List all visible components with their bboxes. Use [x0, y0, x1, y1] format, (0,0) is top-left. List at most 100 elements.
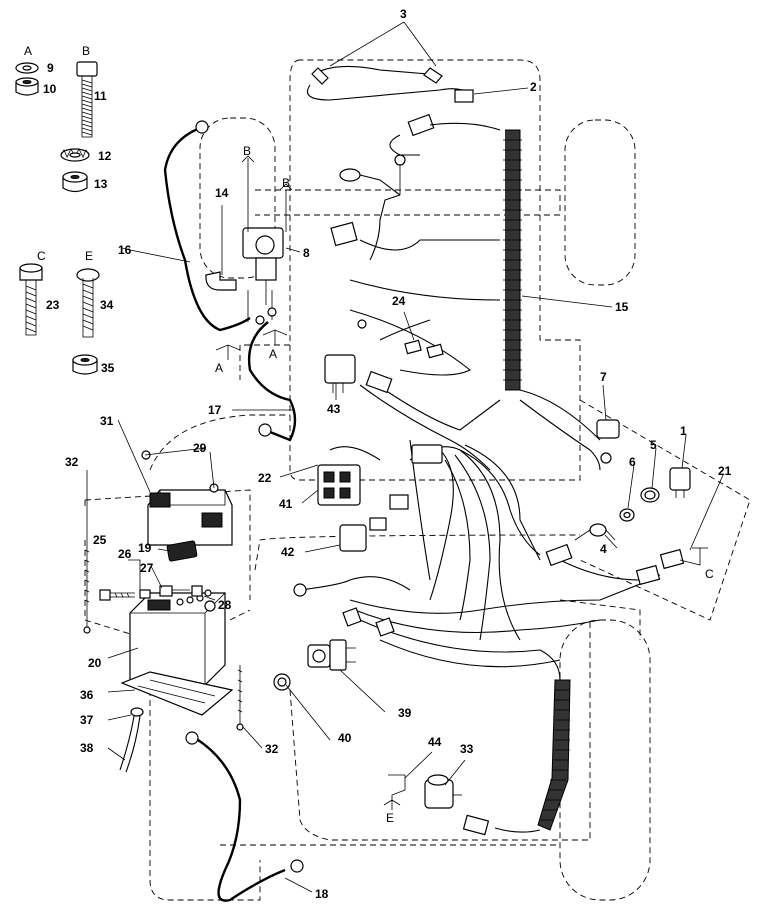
callout-21: 21 [718, 464, 732, 478]
conduit-lower [537, 679, 571, 831]
cable-18 [194, 736, 286, 902]
callout-37: 37 [80, 713, 94, 727]
callout-27: 27 [140, 561, 154, 575]
plug-14 [205, 205, 237, 291]
reference-letters: A B C E B B A A C E [24, 44, 714, 825]
callout-39: 39 [398, 706, 412, 720]
callout-29: 29 [193, 441, 207, 455]
letter-c-hardware: C [37, 249, 46, 263]
callout-4: 4 [600, 542, 607, 556]
relay-43 [324, 354, 356, 393]
cable-16 [163, 126, 251, 332]
connector-21 [635, 547, 708, 586]
hose-38 [119, 715, 141, 773]
callout-44: 44 [428, 735, 442, 749]
callout-43: 43 [327, 402, 341, 416]
connector-bottom [462, 814, 490, 836]
letter-b-solenoid-2: B [282, 176, 290, 190]
callout-32b: 32 [265, 742, 279, 756]
solenoid-8 [241, 155, 293, 305]
callout-38: 38 [80, 741, 94, 755]
leader-lines [107, 21, 724, 893]
callout-6: 6 [629, 455, 636, 469]
callout-32: 32 [65, 455, 79, 469]
callout-40: 40 [338, 731, 352, 745]
ignition-switch-41 [317, 464, 361, 506]
callout-24: 24 [392, 294, 406, 308]
callout-28: 28 [218, 598, 232, 612]
toggle-switch-39 [307, 639, 356, 671]
callout-2: 2 [530, 80, 537, 94]
letter-a-ground: A [215, 361, 223, 375]
callout-numbers: 3 2 9 10 11 12 13 14 16 8 15 23 34 35 24… [43, 7, 732, 901]
pad-19 [166, 540, 198, 562]
callout-31: 31 [100, 414, 114, 428]
terminal-28 [191, 585, 203, 597]
callout-12: 12 [98, 149, 112, 163]
wire-bundle [299, 194, 661, 833]
connector-3b [423, 67, 443, 84]
rod-32b [236, 665, 244, 731]
connector-41c [389, 494, 409, 510]
callout-8: 8 [303, 246, 310, 260]
callout-16: 16 [118, 243, 132, 257]
callout-9: 9 [47, 61, 54, 75]
callout-41: 41 [279, 497, 293, 511]
letter-c-connector: C [705, 567, 714, 581]
nut-26 [139, 589, 151, 599]
components [273, 221, 708, 836]
connector-42b [369, 517, 387, 531]
callout-23: 23 [46, 298, 60, 312]
letter-e-ground: E [386, 811, 394, 825]
switch-33 [424, 774, 462, 809]
callout-15: 15 [615, 300, 629, 314]
battery-tray-36 [120, 671, 234, 716]
battery-20 [129, 592, 226, 686]
connector-41b [411, 444, 443, 464]
bolt-23 [19, 263, 43, 336]
lock-washer-12 [60, 148, 90, 162]
harness-top [306, 65, 501, 196]
callout-19: 19 [138, 541, 152, 555]
callout-17: 17 [208, 403, 222, 417]
connector-right [545, 543, 573, 567]
callout-34: 34 [100, 298, 114, 312]
letter-b-solenoid: B [243, 144, 251, 158]
callout-1: 1 [680, 424, 687, 438]
callout-11: 11 [94, 89, 107, 103]
terminal-27 [159, 585, 173, 597]
battery-area [83, 450, 244, 773]
connector-upper [330, 221, 358, 247]
ground-44 [383, 774, 406, 810]
nut-13 [62, 171, 88, 193]
connectors-24 [404, 339, 444, 359]
callout-13: 13 [94, 177, 108, 191]
rod-32 [83, 470, 91, 634]
connector-mid [365, 370, 393, 394]
battery-cables [163, 120, 304, 902]
connector-3a [311, 67, 329, 85]
callout-33: 33 [460, 742, 474, 756]
module-42 [339, 524, 367, 552]
callout-42: 42 [281, 545, 295, 559]
bolt-11 [76, 61, 98, 138]
callout-36: 36 [80, 688, 94, 702]
letter-b-hardware: B [82, 44, 90, 58]
callout-14: 14 [215, 186, 229, 200]
bolt-34 [76, 268, 100, 338]
ground-symbols [215, 290, 288, 360]
bolt-25 [99, 589, 135, 601]
switch-1 [669, 467, 691, 498]
callout-10: 10 [43, 82, 57, 96]
frame-outline [84, 59, 751, 901]
conduit-15 [503, 129, 522, 391]
callout-26: 26 [118, 547, 132, 561]
letter-a-hardware: A [24, 44, 32, 58]
letter-a-ground-2: A [269, 347, 277, 361]
letter-e-hardware: E [85, 249, 93, 263]
callout-35: 35 [101, 361, 115, 375]
callout-22: 22 [258, 471, 272, 485]
callout-20: 20 [88, 656, 102, 670]
